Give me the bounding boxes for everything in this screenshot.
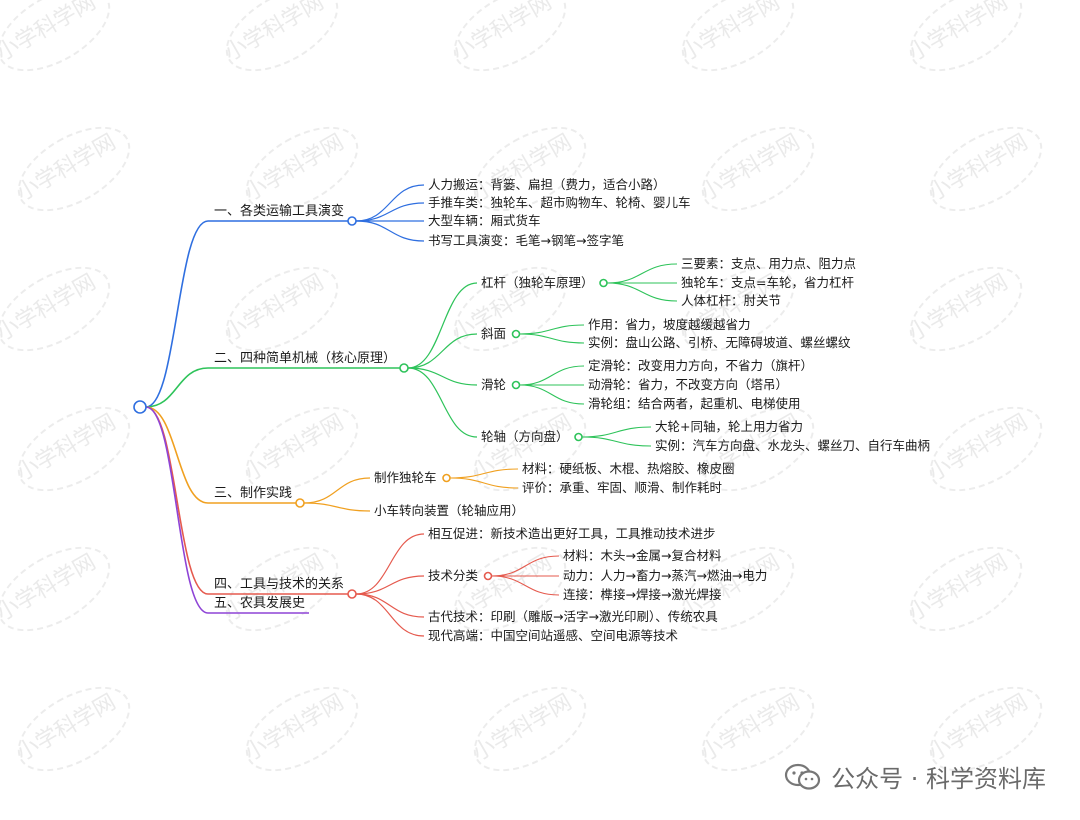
leaf-connector bbox=[519, 384, 585, 405]
child-label: 斜面 bbox=[481, 326, 507, 341]
leaf-connector bbox=[449, 477, 519, 489]
child-connector bbox=[355, 202, 425, 222]
leaf-connector bbox=[519, 365, 585, 386]
child-label: 滑轮 bbox=[481, 377, 507, 392]
child-connector bbox=[355, 220, 425, 242]
leaf-label: 大轮+同轴，轮上用力省力 bbox=[655, 419, 803, 434]
leaf-label: 动滑轮：省力，不改变方向（塔吊） bbox=[588, 377, 789, 392]
branch-label: 二、四种简单机械（核心原理） bbox=[214, 351, 397, 366]
leaf-label: 实例：盘山公路、引桥、无障碍坡道、螺丝螺纹 bbox=[588, 335, 851, 350]
branch-node[interactable] bbox=[295, 498, 305, 508]
branch-connector bbox=[145, 406, 209, 504]
branch-label: 四、工具与技术的关系 bbox=[214, 577, 345, 592]
child-connector bbox=[355, 575, 425, 595]
leaf-label: 独轮车：支点=车轮，省力杠杆 bbox=[681, 275, 854, 290]
leaf-label: 定滑轮：改变用力方向，不省力（旗杆） bbox=[588, 358, 814, 373]
child-label: 大型车辆：厢式货车 bbox=[428, 213, 541, 228]
child-label: 书写工具演变：毛笔→钢笔→签字笔 bbox=[428, 233, 624, 248]
child-connector bbox=[355, 184, 425, 222]
branch-connector bbox=[145, 406, 209, 614]
branch-node[interactable] bbox=[399, 363, 409, 373]
leaf-label: 连接：榫接→焊接→激光焊接 bbox=[563, 587, 722, 602]
child-connector bbox=[303, 502, 371, 512]
leaf-connector bbox=[491, 575, 560, 596]
branch-connector bbox=[145, 220, 209, 408]
wechat-icon bbox=[785, 763, 821, 790]
child-label: 杠杆（独轮车原理） bbox=[481, 275, 594, 290]
child-node[interactable] bbox=[574, 432, 583, 442]
child-node[interactable] bbox=[442, 473, 451, 483]
leaf-label: 滑轮组：结合两者，起重机、电梯使用 bbox=[588, 396, 801, 411]
branch-connector bbox=[145, 367, 209, 408]
footer-credit: 公众号 · 科学资料库 bbox=[783, 759, 1046, 794]
child-connector bbox=[407, 333, 478, 369]
leaf-label: 实例：汽车方向盘、水龙头、螺丝刀、自行车曲柄 bbox=[655, 438, 931, 453]
child-connector bbox=[355, 593, 425, 637]
leaf-label: 材料：硬纸板、木棍、热熔胶、橡皮圈 bbox=[522, 461, 735, 476]
child-connector bbox=[407, 282, 478, 369]
branch-label: 三、制作实践 bbox=[214, 486, 293, 501]
root-node[interactable] bbox=[133, 400, 147, 414]
leaf-connector bbox=[519, 324, 585, 335]
child-label: 相互促进：新技术造出更好工具，工具推动技术进步 bbox=[428, 526, 716, 541]
leaf-connector bbox=[581, 436, 652, 447]
leaf-label: 人体杠杆：肘关节 bbox=[681, 293, 782, 308]
leaf-connector bbox=[491, 555, 560, 577]
leaf-connector bbox=[449, 468, 519, 479]
child-connector bbox=[303, 477, 371, 504]
leaf-connector bbox=[519, 333, 585, 344]
leaf-label: 动力：人力→畜力→蒸汽→燃油→电力 bbox=[563, 568, 768, 583]
child-node[interactable] bbox=[511, 329, 521, 339]
leaf-label: 作用：省力，坡度越缓越省力 bbox=[588, 317, 751, 332]
child-label: 手推车类：独轮车、超市购物车、轮椅、婴儿车 bbox=[428, 195, 691, 210]
footer-text: 公众号 · 科学资料库 bbox=[831, 765, 1046, 793]
child-node[interactable] bbox=[511, 380, 521, 390]
child-node[interactable] bbox=[483, 571, 493, 581]
leaf-label: 材料：木头→金属→复合材料 bbox=[563, 548, 722, 563]
child-label: 小车转向装置（轮轴应用） bbox=[374, 503, 525, 518]
leaf-connector bbox=[606, 282, 678, 302]
leaf-label: 三要素：支点、用力点、阻力点 bbox=[681, 256, 857, 271]
child-label: 轮轴（方向盘） bbox=[481, 429, 569, 444]
branch-label: 一、各类运输工具演变 bbox=[214, 204, 345, 219]
leaf-connector bbox=[606, 263, 678, 284]
branch-node[interactable] bbox=[347, 589, 357, 599]
branch-label: 五、农具发展史 bbox=[214, 596, 306, 611]
child-label: 技术分类 bbox=[428, 568, 479, 583]
child-label: 古代技术：印刷（雕版→活字→激光印刷）、传统农具 bbox=[428, 609, 718, 624]
child-label: 现代高端：中国空间站遥感、空间电源等技术 bbox=[428, 628, 679, 643]
child-connector bbox=[355, 533, 425, 595]
leaf-label: 评价：承重、牢固、顺滑、制作耗时 bbox=[522, 480, 723, 495]
branch-node[interactable] bbox=[347, 216, 357, 226]
child-label: 制作独轮车 bbox=[374, 470, 437, 485]
child-connector bbox=[407, 367, 478, 438]
child-connector bbox=[355, 593, 425, 618]
leaf-connector bbox=[581, 426, 652, 438]
child-node[interactable] bbox=[599, 278, 608, 288]
child-label: 人力搬运：背篓、扁担（费力，适合小路） bbox=[428, 177, 666, 192]
child-connector bbox=[407, 367, 478, 386]
